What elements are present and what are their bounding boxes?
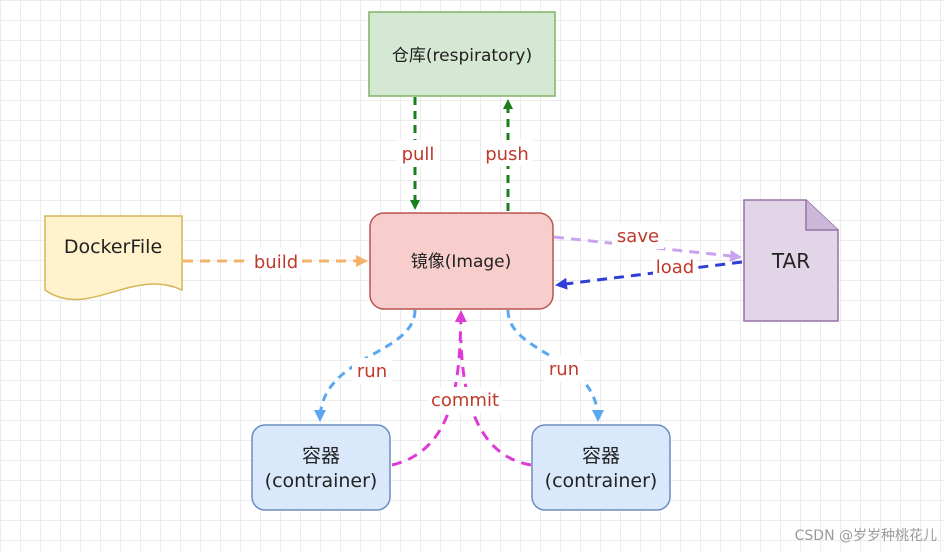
image-label: 镜像(Image)	[411, 252, 512, 272]
load-arrow	[555, 260, 743, 290]
run-right-label: run	[549, 359, 579, 380]
image-node: 镜像(Image)	[369, 212, 554, 310]
container-left-title: 容器	[302, 445, 340, 467]
commit-label: commit	[431, 390, 499, 411]
commit-left-arrow	[391, 310, 467, 467]
container-right-subtitle: (contrainer)	[545, 470, 658, 492]
run-left-arrow	[314, 309, 417, 422]
container-right-node: 容器 (contrainer)	[531, 424, 671, 511]
commit-right-arrow	[459, 339, 532, 467]
watermark: CSDN @岁岁种桃花儿	[794, 528, 937, 544]
container-right-title: 容器	[582, 445, 620, 467]
pull-label: pull	[402, 144, 435, 165]
run-left-label: run	[357, 361, 387, 382]
registry-label: 仓库(respiratory)	[392, 46, 532, 66]
container-left-subtitle: (contrainer)	[265, 470, 378, 492]
push-label: push	[485, 144, 529, 165]
load-label: load	[656, 257, 694, 278]
container-left-node: 容器 (contrainer)	[251, 424, 391, 511]
run-right-arrow	[506, 309, 604, 422]
tar-node: TAR	[743, 199, 839, 322]
build-label: build	[254, 252, 298, 273]
dockerfile-node: DockerFile	[44, 215, 183, 301]
dockerfile-label: DockerFile	[64, 236, 162, 258]
tar-label: TAR	[771, 249, 810, 273]
registry-node: 仓库(respiratory)	[368, 11, 556, 97]
save-label: save	[617, 226, 659, 247]
